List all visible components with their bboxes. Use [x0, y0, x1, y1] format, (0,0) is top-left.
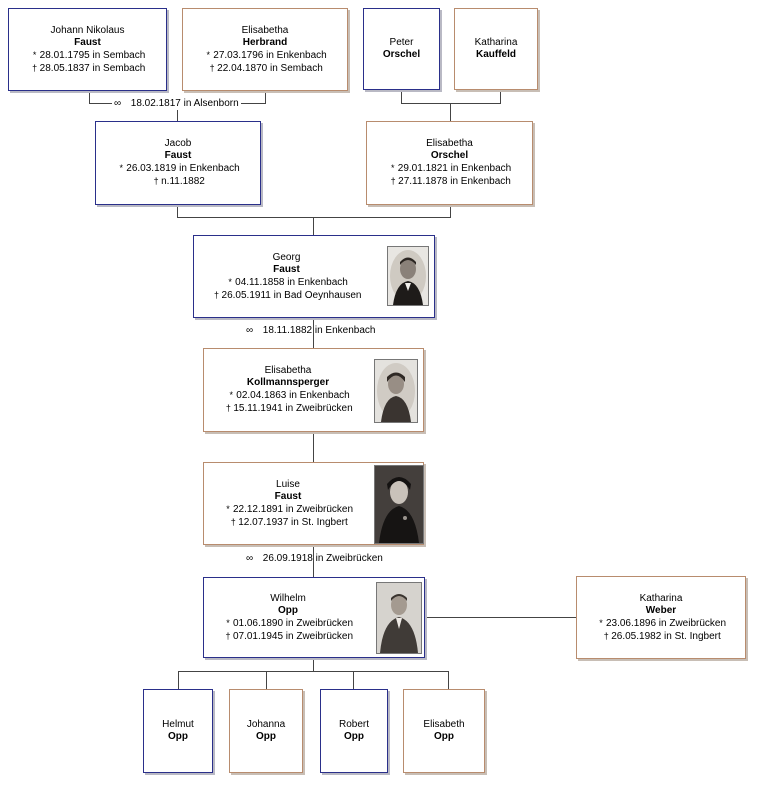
marriage-icon: ∞: [246, 325, 253, 336]
death-icon: †: [209, 62, 215, 73]
death-icon: †: [32, 62, 38, 73]
connector-line: [313, 545, 314, 577]
death-icon: †: [603, 630, 609, 641]
portrait-photo: [376, 582, 422, 654]
connector-line: [450, 103, 451, 121]
birth-icon: *: [32, 49, 37, 60]
portrait-photo: [374, 359, 418, 423]
marriage-icon: ∞: [246, 553, 253, 564]
person-card-katharina-kauffeld[interactable]: Katharina Kauffeld: [454, 8, 538, 90]
connector-line: [178, 671, 179, 689]
death-icon: †: [230, 516, 236, 527]
connector-line: [177, 217, 451, 218]
death-icon: †: [225, 630, 231, 641]
portrait-photo: [374, 465, 424, 544]
birth-icon: *: [391, 163, 395, 173]
person-card-georg-faust[interactable]: Georg Faust *04.11.1858 in Enkenbach †26…: [193, 235, 435, 318]
birth-icon: *: [229, 390, 234, 400]
connector-line: [313, 432, 314, 462]
person-card-katharina-weber[interactable]: Katharina Weber *23.06.1896 in Zweibrück…: [576, 576, 746, 659]
marriage-label: ∞ 18.11.1882 in Enkenbach: [246, 325, 376, 336]
connector-line: [425, 617, 577, 618]
connector-line: [401, 103, 501, 104]
connector-line: [353, 671, 354, 689]
person-card-johanna-opp[interactable]: Johanna Opp: [229, 689, 303, 773]
connector-line: [177, 103, 178, 121]
death-icon: †: [214, 289, 220, 300]
connector-line: [178, 671, 449, 672]
person-card-wilhelm-opp[interactable]: Wilhelm Opp *01.06.1890 in Zweibrücken †…: [203, 577, 425, 658]
person-card-elisabeth-opp[interactable]: Elisabeth Opp: [403, 689, 485, 773]
connector-line: [177, 205, 178, 217]
birth-icon: *: [228, 276, 232, 287]
marriage-label: ∞ 26.09.1918 in Zweibrücken: [246, 553, 383, 564]
marriage-icon: ∞: [114, 98, 121, 109]
connector-line: [313, 318, 314, 348]
death-icon: †: [153, 176, 159, 186]
person-card-elisabetha-herbrand[interactable]: Elisabetha Herbrand *27.03.1796 in Enken…: [182, 8, 348, 91]
connector-line: [265, 91, 266, 103]
birth-icon: *: [206, 49, 211, 60]
person-card-jacob-faust[interactable]: Jacob Faust *26.03.1819 in Enkenbach †n.…: [95, 121, 261, 205]
person-card-luise-faust[interactable]: Luise Faust *22.12.1891 in Zweibrücken †…: [203, 462, 424, 545]
connector-line: [448, 671, 449, 689]
birth-icon: *: [599, 617, 603, 628]
person-card-elisabetha-orschel[interactable]: Elisabetha Orschel *29.01.1821 in Enkenb…: [366, 121, 533, 205]
connector-line: [500, 90, 501, 103]
portrait-photo: [387, 246, 429, 306]
connector-line: [89, 91, 90, 103]
birth-icon: *: [226, 617, 230, 628]
person-card-elisabetha-kollmannsperger[interactable]: Elisabetha Kollmannsperger *02.04.1863 i…: [203, 348, 424, 432]
marriage-label: ∞ 18.02.1817 in Alsenborn: [112, 98, 241, 110]
connector-line: [313, 658, 314, 671]
birth-icon: *: [119, 163, 124, 173]
death-icon: †: [390, 176, 396, 186]
person-card-peter-orschel[interactable]: Peter Orschel: [363, 8, 440, 90]
connector-line: [313, 217, 314, 235]
death-icon: †: [225, 403, 231, 413]
connector-line: [266, 671, 267, 689]
connector-line: [401, 90, 402, 103]
person-card-robert-opp[interactable]: Robert Opp: [320, 689, 388, 773]
birth-icon: *: [226, 503, 230, 514]
person-card-johann-nikolaus-faust[interactable]: Johann Nikolaus Faust *28.01.1795 in Sem…: [8, 8, 167, 91]
person-card-helmut-opp[interactable]: Helmut Opp: [143, 689, 213, 773]
connector-line: [450, 205, 451, 217]
